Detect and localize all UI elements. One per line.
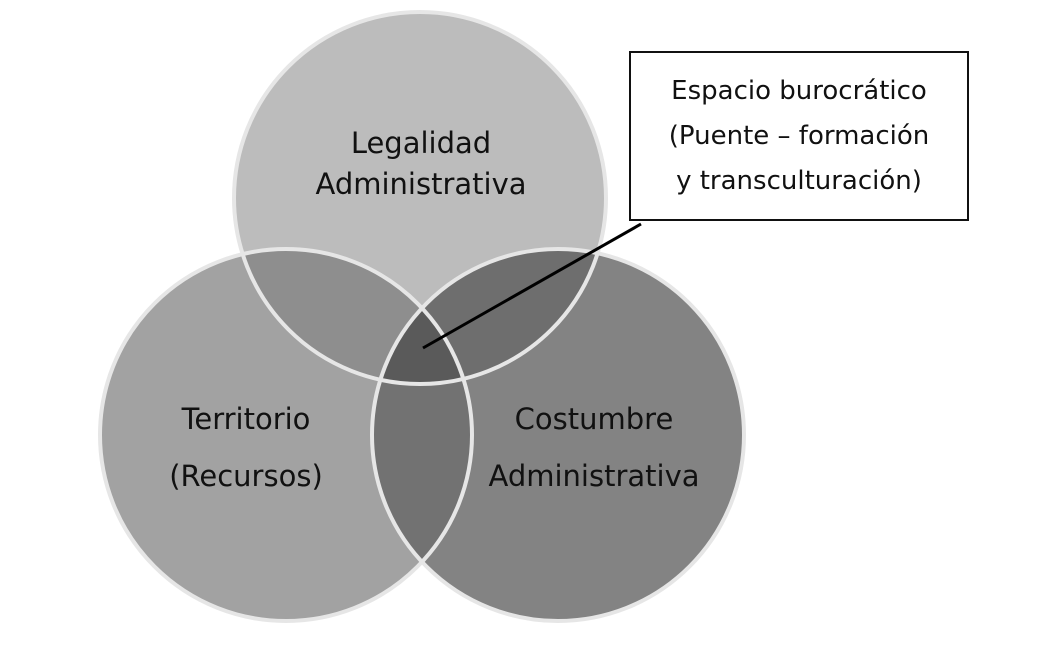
callout-line-3: y transculturación) — [676, 165, 922, 196]
rim-right — [370, 247, 746, 623]
rim-top — [232, 10, 608, 386]
callout-leader-line — [422, 222, 642, 350]
callout-line-1: Espacio burocrático — [671, 75, 927, 106]
label-right-line1: Costumbre — [515, 402, 674, 436]
callout-box: Espacio burocrático (Puente – formación … — [629, 51, 969, 221]
label-left-line2: (Recursos) — [169, 459, 323, 493]
overlap-top-left — [234, 249, 472, 384]
label-left-line1: Territorio — [181, 402, 311, 436]
label-top-line1: Legalidad — [351, 126, 491, 160]
label-top-line2: Administrativa — [315, 167, 526, 201]
overlap-top-right — [372, 249, 606, 384]
callout-line-2: (Puente – formación — [668, 120, 930, 151]
label-right-line2: Administrativa — [488, 459, 699, 493]
rim-left — [98, 247, 474, 623]
